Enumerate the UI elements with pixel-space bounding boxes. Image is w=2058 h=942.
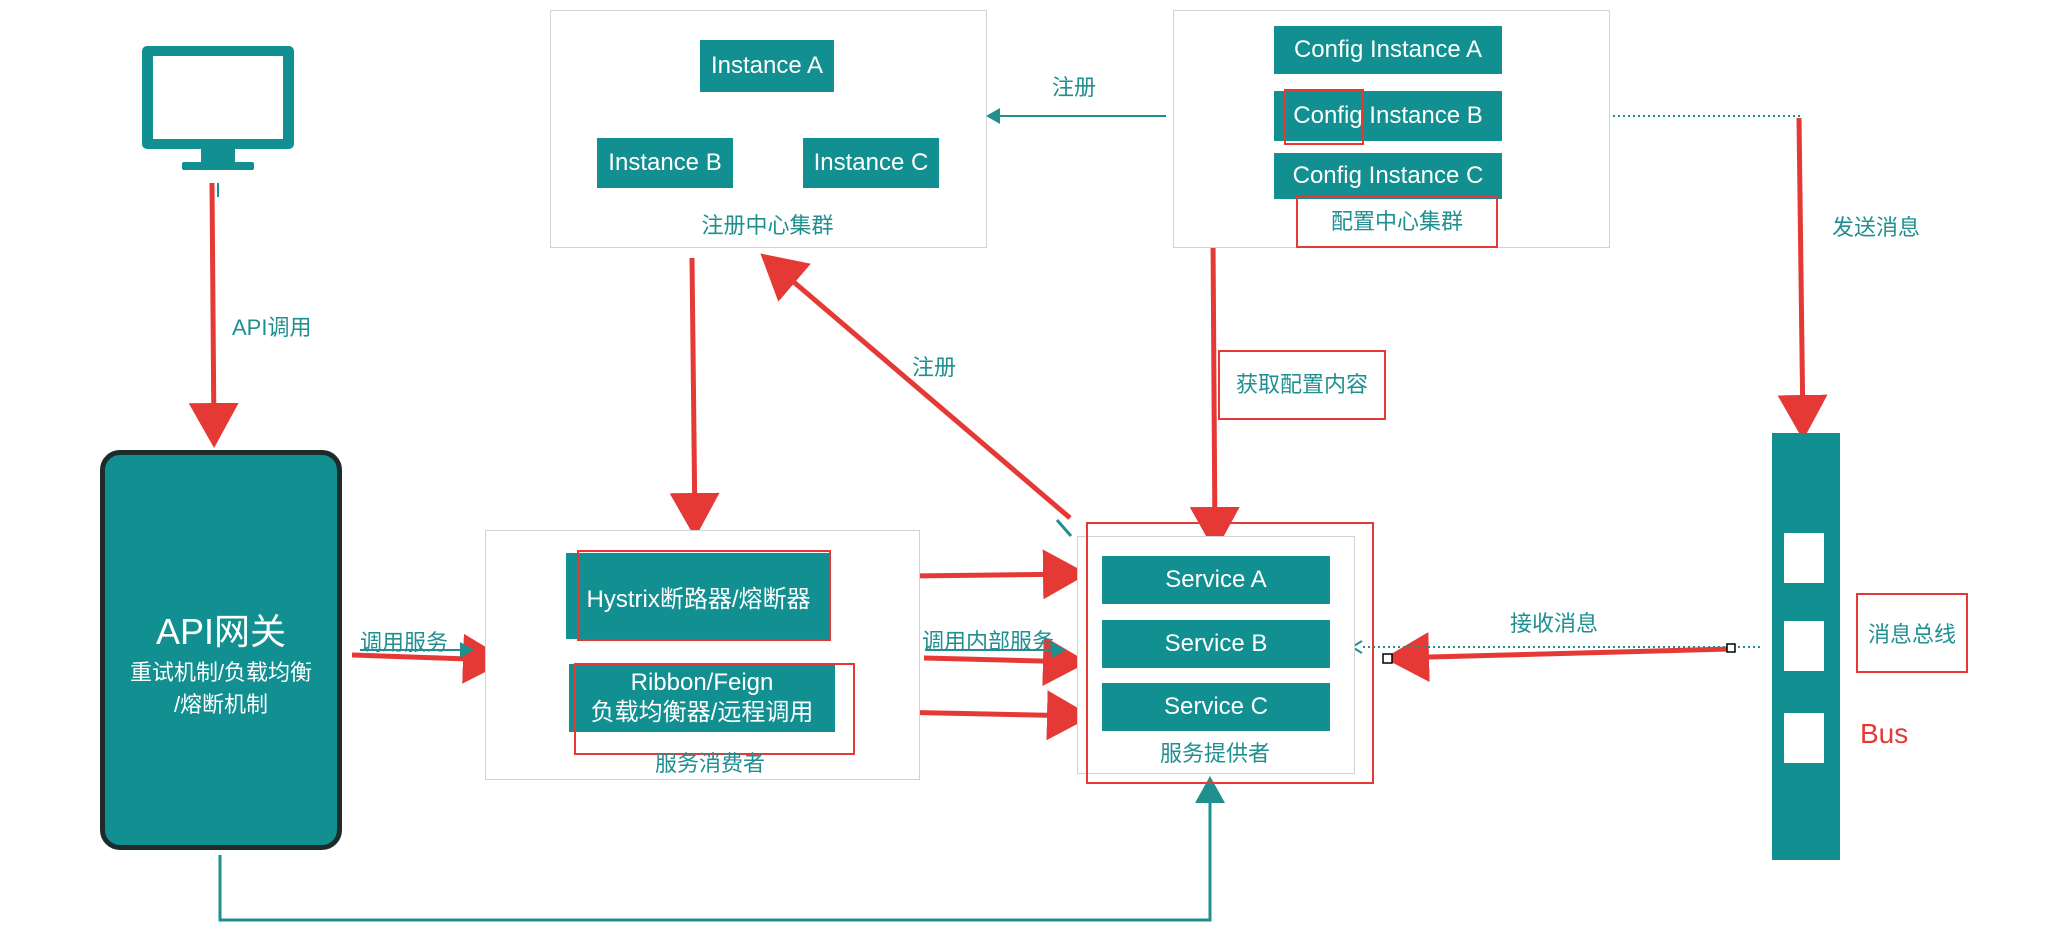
teal-gateway-to-provider-loop	[218, 776, 1225, 922]
label-get-config: 获取配置内容	[1218, 350, 1386, 420]
bus-slot-3	[1784, 713, 1824, 763]
arrow-bus-send	[1777, 117, 1828, 440]
label-api-call: API调用	[232, 315, 312, 340]
bus-endpoint-handle	[1726, 643, 1736, 653]
registry-instance-b: Instance B	[597, 138, 733, 188]
api-gateway: API网关 重试机制/负载均衡 /熔断机制	[100, 450, 342, 850]
provider-caption: 服务提供者	[1159, 741, 1270, 766]
arrow-registry-to-consumer	[669, 257, 720, 538]
label-send-message: 发送消息	[1832, 215, 1921, 240]
bus-label: 消息总线	[1856, 593, 1968, 673]
arrow-bus-receive	[1384, 632, 1731, 683]
config-b-highlight	[1284, 89, 1364, 145]
service-b: Service B	[1102, 620, 1330, 668]
teal-provider-register	[1055, 519, 1073, 537]
label-call-internal: 调用内部服务	[922, 629, 1055, 654]
bus-slot-2	[1784, 621, 1824, 671]
provider-highlight	[1086, 522, 1374, 784]
bus-name: Bus	[1860, 718, 1909, 749]
hystrix-highlight	[577, 550, 831, 641]
config-caption: 配置中心集群	[1296, 196, 1498, 248]
gateway-line1: 重试机制/负载均衡	[129, 660, 313, 685]
service-c: Service C	[1102, 683, 1330, 731]
arrow-ribbon-to-provider	[889, 690, 1092, 741]
label-register-mid: 注册	[912, 355, 957, 380]
arrow-provider-register	[760, 253, 1072, 520]
registry-instance-c: Instance C	[803, 138, 939, 188]
gateway-title: API网关	[155, 611, 287, 652]
ribbon-box: Ribbon/Feign 负载均衡器/远程调用	[569, 664, 835, 732]
ribbon-line2: 负载均衡器/远程调用	[590, 699, 814, 726]
arrow-config-to-provider	[1189, 237, 1240, 552]
ribbon-line1: Ribbon/Feign	[630, 669, 774, 696]
provider-endpoint-handle	[1382, 653, 1393, 664]
registry-instance-a: Instance A	[700, 40, 834, 92]
bus-slot-1	[1784, 533, 1824, 583]
gateway-line2: /熔断机制	[173, 692, 269, 717]
bus-label-text: 消息总线	[1867, 622, 1956, 647]
label-call-service: 调用服务	[360, 630, 449, 655]
arrow-hystrix-to-provider	[909, 549, 1088, 600]
arrow-internal-call	[923, 636, 1088, 687]
monitor-icon	[142, 46, 294, 170]
consumer-caption: 服务消费者	[654, 751, 765, 776]
service-a: Service A	[1102, 556, 1330, 604]
label-receive-message: 接收消息	[1510, 611, 1599, 636]
arrow-gateway-to-consumer	[351, 633, 508, 684]
config-instance-c: Config Instance C	[1274, 153, 1502, 199]
ribbon-highlight	[574, 663, 855, 755]
registry-caption: 注册中心集群	[701, 213, 834, 238]
message-bus	[1772, 433, 1840, 860]
label-register-top: 注册	[1052, 75, 1097, 100]
config-instance-a: Config Instance A	[1274, 26, 1502, 74]
arrow-monitor-to-gateway	[188, 182, 239, 448]
hystrix-box: Hystrix断路器/熔断器	[566, 553, 831, 639]
config-instance-b: Config Instance B	[1274, 91, 1502, 141]
